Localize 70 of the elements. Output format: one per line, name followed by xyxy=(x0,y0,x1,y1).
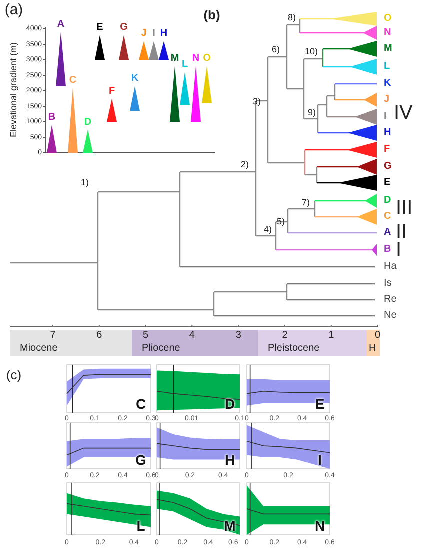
clade-letter: B xyxy=(48,113,56,124)
epoch-label: Pleistocene xyxy=(268,344,320,354)
plot-letter: G xyxy=(136,453,146,467)
node-number: 7) xyxy=(302,198,310,208)
taxon-label: B xyxy=(384,245,392,255)
node-number: 9) xyxy=(308,108,316,118)
taxon-label: M xyxy=(384,44,392,54)
taxon-label: Ha xyxy=(384,262,397,272)
panel-label: (c) xyxy=(6,368,22,382)
plot-letter: C xyxy=(136,397,146,411)
node-number: 4) xyxy=(264,226,272,234)
clade-letter: A xyxy=(57,20,65,30)
plot-letter: I xyxy=(318,453,322,467)
taxon-label: Re xyxy=(384,295,397,305)
clade-letter: E xyxy=(96,23,104,34)
taxon-label: Is xyxy=(384,279,392,289)
taxon-label: I xyxy=(384,112,387,122)
node-number: 1) xyxy=(80,178,89,188)
taxon-label: K xyxy=(384,79,392,89)
node-number: 3) xyxy=(252,98,261,106)
axis-title: Elevational gradient (m) xyxy=(10,42,18,138)
node-number: 2) xyxy=(240,160,249,170)
taxon-label: H xyxy=(384,128,392,138)
tick-label: 4 xyxy=(189,331,195,341)
panel-label: (a) xyxy=(4,2,24,18)
plot-letter: D xyxy=(224,397,236,411)
tick-label: 0 xyxy=(375,331,381,341)
node-number: 5) xyxy=(276,218,285,226)
clade-label: II xyxy=(396,222,408,242)
clade-letter: G xyxy=(120,23,128,34)
tick-label: 2 xyxy=(282,331,288,341)
epoch-label: H xyxy=(369,344,376,354)
clade-letter: F xyxy=(108,86,116,97)
clade-letter: O xyxy=(203,54,211,64)
clade-letter: N xyxy=(192,54,200,64)
clade-letter: L xyxy=(182,60,188,70)
taxon-label: C xyxy=(384,212,392,222)
taxon-label: N xyxy=(384,28,392,38)
panel-label: (b) xyxy=(204,8,220,22)
tick-label: 6 xyxy=(96,331,102,341)
clade-letter: C xyxy=(69,76,77,86)
clade-label: I xyxy=(396,240,402,260)
clade-letter: J xyxy=(141,29,147,40)
clade-letter: K xyxy=(131,74,139,84)
plot-letter: H xyxy=(224,453,236,467)
taxon-label: O xyxy=(384,14,392,24)
tick-label: 5 xyxy=(143,331,149,341)
taxon-label: A xyxy=(384,228,392,238)
tick-label: 7 xyxy=(50,331,56,341)
epoch-label: Miocene xyxy=(20,344,58,354)
tick-label: 1 xyxy=(328,331,334,341)
node-number: 8) xyxy=(288,14,296,22)
taxon-label: F xyxy=(384,145,390,155)
node-number: 6) xyxy=(272,46,280,54)
clade-letter: M xyxy=(170,54,180,64)
node-number: 10) xyxy=(304,48,318,56)
clade-letter: I xyxy=(152,29,156,40)
tick-label: 3 xyxy=(236,331,242,341)
clade-letter: D xyxy=(84,118,92,128)
taxon-label: E xyxy=(384,178,391,188)
plot-letter: E xyxy=(315,397,325,411)
clade-label: III xyxy=(396,198,413,218)
clade-label: IV xyxy=(394,103,413,123)
taxon-label: J xyxy=(384,95,390,105)
taxon-label: Ne xyxy=(384,311,397,321)
taxon-label: L xyxy=(384,62,390,72)
clade-letter: H xyxy=(160,29,168,40)
taxon-label: D xyxy=(384,196,392,206)
taxon-label: G xyxy=(384,162,392,172)
epoch-label: Pliocene xyxy=(142,344,180,354)
